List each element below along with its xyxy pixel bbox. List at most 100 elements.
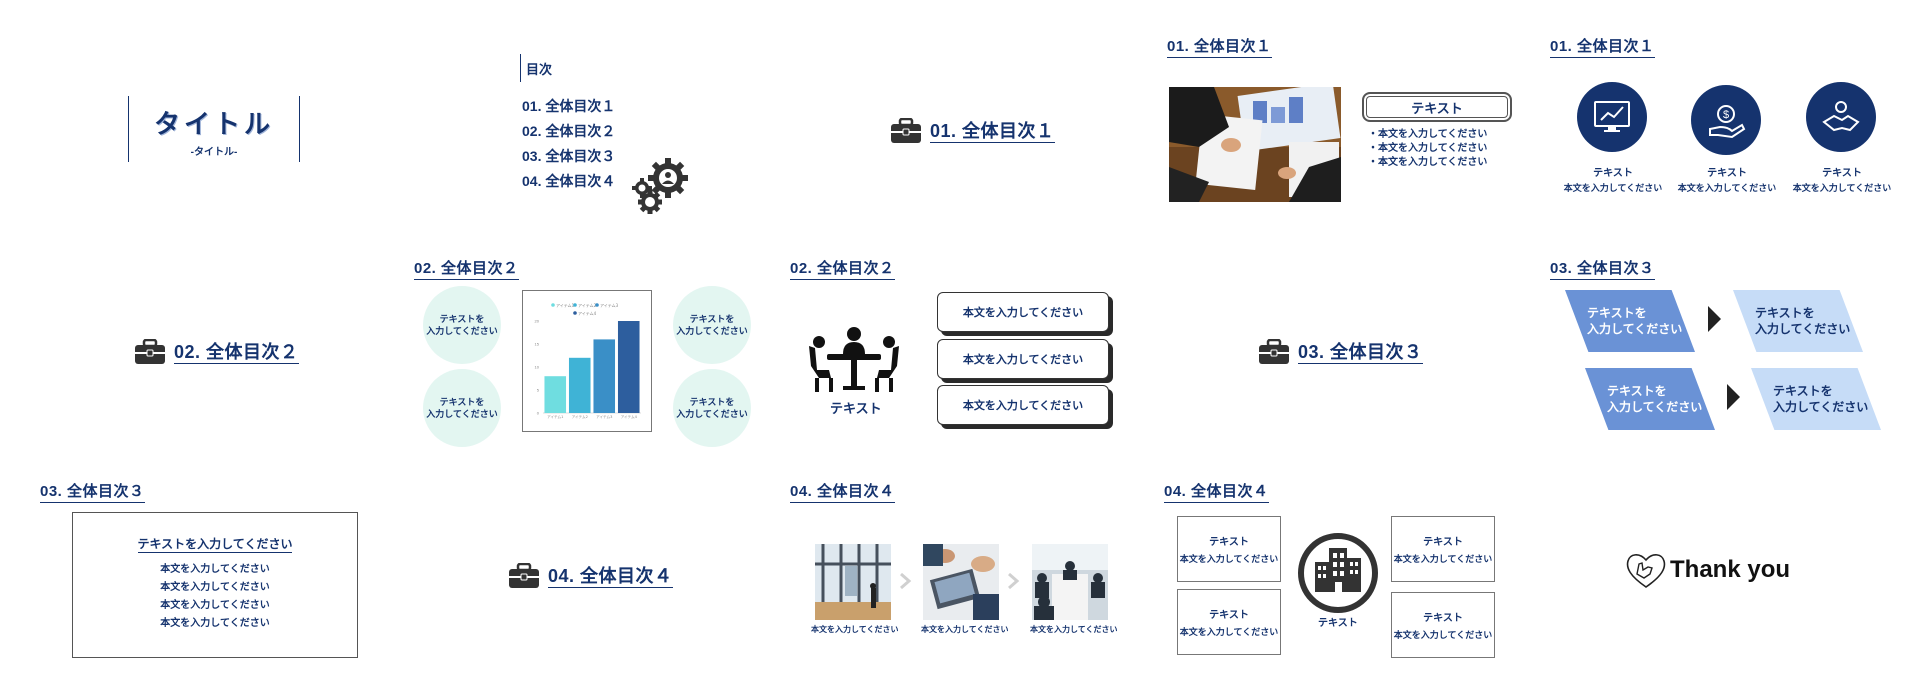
text-circle: テキストを 入力してください bbox=[423, 286, 501, 364]
legend-marker bbox=[573, 303, 577, 307]
section-02: 02. 全体目次２ bbox=[134, 339, 299, 365]
y-tick-label: 5 bbox=[537, 388, 540, 393]
office-window-photo bbox=[815, 544, 891, 620]
y-tick-label: 10 bbox=[535, 365, 540, 370]
flow-shape: テキストを 入力してください bbox=[1733, 290, 1863, 352]
chevron-right-icon bbox=[1008, 572, 1020, 590]
legend-label: アイテム4 bbox=[578, 310, 597, 316]
card-body: 本文を入力してください bbox=[1179, 627, 1279, 637]
title-slide: タイトル -タイトル- bbox=[128, 96, 300, 162]
caption-title: テキスト bbox=[1822, 168, 1862, 179]
text-badge: テキスト bbox=[1362, 92, 1512, 122]
photo-caption: 本文を入力してください bbox=[811, 625, 899, 634]
frame-line: 本文を入力してください bbox=[160, 600, 270, 611]
photo-caption: 本文を入力してください bbox=[1030, 625, 1118, 634]
slide-heading: 02. 全体目次２ bbox=[790, 260, 895, 280]
coin-hand-icon: $ bbox=[1709, 105, 1746, 139]
caption-body: 本文を入力してください bbox=[1677, 183, 1777, 193]
legend-label: アイテム2 bbox=[578, 302, 597, 308]
heart-hand-icon bbox=[1626, 554, 1666, 588]
briefcase-icon bbox=[135, 339, 165, 364]
text-circle: テキストを 入力してください bbox=[673, 286, 751, 364]
caption-title: テキスト bbox=[1707, 168, 1747, 179]
icon-caption: テキスト 本文を入力してください bbox=[1552, 164, 1674, 194]
card-title: テキスト bbox=[1209, 537, 1249, 548]
text-frame: テキストを入力してください 本文を入力してください 本文を入力してください 本文… bbox=[72, 512, 358, 658]
meeting-people-icon bbox=[809, 327, 899, 392]
thank-you-text: Thank you bbox=[1670, 556, 1791, 583]
bar bbox=[617, 321, 640, 413]
section-label[interactable]: 02. 全体目次２ bbox=[174, 341, 299, 364]
toc-list: 01. 全体目次１ 02. 全体目次２ 03. 全体目次３ 04. 全体目次４ bbox=[522, 94, 615, 194]
legend-label: アイテム3 bbox=[600, 302, 619, 308]
text-card: テキスト 本文を入力してください bbox=[1391, 516, 1495, 582]
flow-shape: テキストを 入力してください bbox=[1751, 368, 1881, 430]
text-circle: テキストを 入力してください bbox=[423, 369, 501, 447]
frame-line: 本文を入力してください bbox=[160, 582, 270, 593]
meeting-caption: テキスト bbox=[830, 401, 882, 416]
y-tick-label: 0 bbox=[537, 411, 540, 416]
bar bbox=[568, 357, 591, 413]
text-card: テキスト 本文を入力してください bbox=[1177, 589, 1281, 655]
slide-title: タイトル bbox=[153, 109, 274, 139]
icon-caption: テキスト 本文を入力してください bbox=[1666, 164, 1788, 194]
badge-text: テキスト bbox=[1411, 100, 1463, 116]
toc-heading-text: 目次 bbox=[526, 61, 553, 77]
text-card: テキスト 本文を入力してください bbox=[1391, 592, 1495, 658]
slide-heading: 03. 全体目次３ bbox=[1550, 260, 1655, 280]
laptop-meeting-photo bbox=[923, 544, 999, 620]
toc-item[interactable]: 02. 全体目次２ bbox=[522, 123, 616, 139]
toc-item[interactable]: 04. 全体目次４ bbox=[522, 173, 616, 189]
legend-label: アイテム1 bbox=[556, 302, 575, 308]
section-04: 04. 全体目次４ bbox=[508, 563, 673, 589]
slide-subtitle: -タイトル- bbox=[190, 147, 238, 158]
thank-you-slide: Thank you bbox=[1624, 550, 1790, 590]
building-icon bbox=[1298, 533, 1378, 613]
text-box[interactable]: 本文を入力してください bbox=[937, 385, 1109, 425]
arrow-right-icon bbox=[1727, 384, 1740, 410]
x-tick-label: アイテム4 bbox=[621, 414, 638, 419]
text-circle: テキストを 入力してください bbox=[673, 369, 751, 447]
card-title: テキスト bbox=[1423, 613, 1463, 624]
icon-caption: テキスト 本文を入力してください bbox=[1781, 164, 1903, 194]
toc-heading: 目次 bbox=[520, 54, 552, 82]
section-01: 01. 全体目次１ bbox=[890, 118, 1055, 144]
text-box[interactable]: 本文を入力してください bbox=[937, 339, 1109, 379]
section-03: 03. 全体目次３ bbox=[1258, 339, 1423, 365]
text-box[interactable]: 本文を入力してください bbox=[937, 292, 1109, 332]
y-tick-label: 20 bbox=[535, 319, 540, 324]
chevron-right-icon bbox=[900, 572, 912, 590]
handshake-icon bbox=[1822, 101, 1860, 132]
toc-item[interactable]: 01. 全体目次１ bbox=[522, 98, 616, 114]
y-tick-label: 15 bbox=[535, 342, 540, 347]
card-title: テキスト bbox=[1423, 537, 1463, 548]
section-label[interactable]: 01. 全体目次１ bbox=[930, 120, 1055, 143]
flow-shape: テキストを 入力してください bbox=[1585, 368, 1715, 430]
section-label[interactable]: 03. 全体目次３ bbox=[1298, 341, 1423, 364]
svg-text:$: $ bbox=[1723, 109, 1729, 121]
bullet-list: ・本文を入力してください ・本文を入力してください ・本文を入力してください bbox=[1368, 128, 1487, 170]
card-body: 本文を入力してください bbox=[1393, 554, 1493, 564]
flow-shape: テキストを 入力してください bbox=[1565, 290, 1695, 352]
slide-heading: 04. 全体目次４ bbox=[1164, 483, 1269, 503]
legend-marker bbox=[573, 311, 577, 315]
gears-icon bbox=[632, 158, 688, 214]
slide-heading: 02. 全体目次２ bbox=[414, 260, 519, 280]
building-caption: テキスト bbox=[1318, 618, 1358, 629]
frame-line: 本文を入力してください bbox=[160, 618, 270, 629]
briefcase-icon bbox=[509, 563, 539, 588]
icon-circle: $ bbox=[1691, 85, 1761, 155]
arrow-right-icon bbox=[1708, 306, 1721, 332]
briefcase-icon bbox=[1259, 339, 1289, 364]
section-label[interactable]: 04. 全体目次４ bbox=[548, 565, 673, 588]
slide-heading: 04. 全体目次４ bbox=[790, 483, 895, 503]
photo-caption: 本文を入力してください bbox=[921, 625, 1009, 634]
toc-item[interactable]: 03. 全体目次３ bbox=[522, 148, 616, 164]
caption-title: テキスト bbox=[1593, 168, 1633, 179]
bullet-item: ・本文を入力してください bbox=[1368, 129, 1488, 140]
bullet-item: ・本文を入力してください bbox=[1368, 157, 1488, 168]
legend-marker bbox=[595, 303, 599, 307]
card-title: テキスト bbox=[1209, 610, 1249, 621]
